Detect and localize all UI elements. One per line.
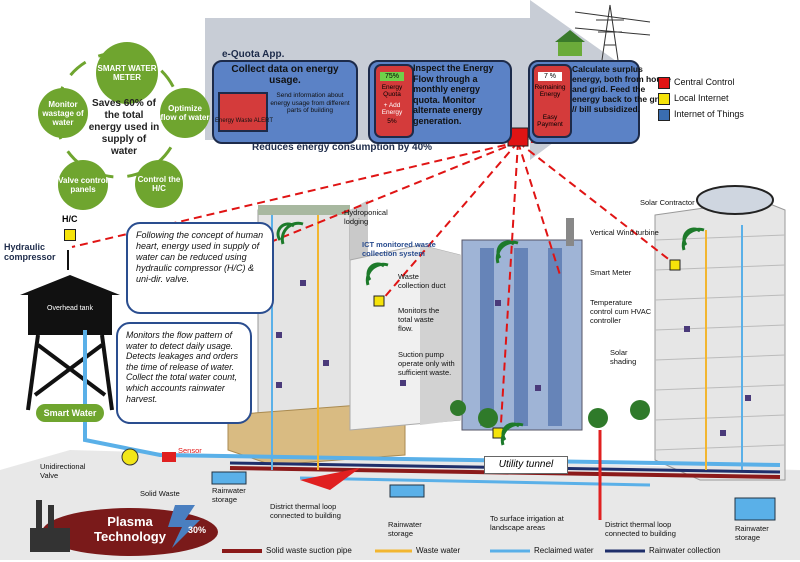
sensor-label: Sensor	[178, 446, 202, 455]
easy-payment: Easy Payment	[537, 114, 563, 128]
send-text: Send information about energy usage from…	[270, 92, 350, 114]
reduces-text: Reduces energy consumption by 40%	[252, 142, 433, 153]
laptop-icon	[218, 92, 268, 132]
control-hc-node: Control the H/C	[135, 160, 183, 208]
hydraulic-label: Hydraulic compressor	[4, 242, 56, 262]
rain-storage-3	[734, 497, 776, 521]
add-pct: 5%	[387, 118, 397, 125]
ict-label: ICT monitored waste collection system	[362, 240, 436, 258]
smart-water-center-text: Saves 60% of the total energy used in su…	[88, 98, 160, 157]
legend-swatch-central	[658, 77, 670, 89]
calculate-text: Calculate surplus energy, both from hous…	[572, 64, 672, 114]
trees	[450, 400, 650, 428]
iot-nodes	[276, 280, 751, 436]
valve-icon	[121, 448, 139, 466]
legend-swatch-iot	[658, 109, 670, 121]
building-right	[654, 199, 786, 481]
sensor-icon	[162, 452, 176, 462]
monitors-flow-label: Monitors the total waste flow.	[398, 306, 440, 333]
legend-reclaimed: Reclaimed water	[534, 546, 594, 555]
legend-local: Local Internet	[674, 93, 729, 103]
waste-duct-label: Waste collection duct	[398, 272, 446, 290]
add-energy: + Add Energy	[381, 102, 403, 116]
smart-water-meter-node: SMART WATER METER	[96, 42, 158, 104]
district2-label: District thermal loop connected to build…	[605, 520, 676, 538]
rain-storage-2	[389, 484, 425, 498]
district1-label: District thermal loop connected to build…	[270, 502, 341, 520]
plasma-pct: 30%	[188, 525, 207, 535]
alert-label: Energy Waste ALERT	[214, 118, 274, 124]
rain1-label: Rainwater storage	[212, 486, 246, 504]
temperature-label: Temperature control cum HVAC controller	[590, 298, 652, 325]
legend-central: Central Control	[674, 77, 735, 87]
smart-water-badge: Smart Water	[36, 404, 104, 422]
surface-label: To surface irrigation at landscape areas	[490, 514, 564, 532]
remaining-pct: 7 %	[538, 72, 562, 81]
bubble-flow-monitor: Monitors the flow pattern of water to de…	[116, 322, 252, 424]
lightning-icon	[168, 505, 200, 548]
wifi-icons	[276, 221, 705, 446]
legend-swatch-local	[658, 93, 670, 105]
hc-node	[64, 229, 76, 241]
collect-text: Collect data on energy usage.	[231, 64, 339, 86]
bubble-heart-concept: Following the concept of human heart, en…	[126, 222, 274, 314]
monitor-wastage-node: Monitor wastage of water	[38, 88, 88, 138]
legend-solid-waste: Solid waste suction pipe	[266, 546, 352, 555]
unidirectional-label: Unidirectional Valve	[40, 462, 86, 480]
legend-waste-water: Waste water	[416, 546, 461, 555]
house-icon	[555, 30, 585, 56]
pylon-icon	[574, 4, 651, 61]
valve-control-node: Valve control panels	[58, 160, 108, 210]
hc-label: H/C	[62, 214, 78, 224]
inspect-text: Inspect the Energy Flow through a monthl…	[413, 63, 494, 126]
wind-label: Vertical Wind turbine	[590, 228, 659, 237]
optimize-flow-node: Optimize flow of water	[160, 88, 210, 138]
solar-shading-label: Solar shading	[610, 348, 637, 366]
quota-label: Energy Quota	[381, 84, 403, 98]
rain2-label: Rainwater storage	[388, 520, 422, 538]
plasma-label: Plasma Technology	[94, 514, 166, 544]
utility-tunnel-label: Utility tunnel	[484, 456, 568, 474]
hydroponic-label: Hydroponical lodging	[344, 208, 388, 226]
factory-icon	[30, 500, 70, 552]
rain-storage-1	[211, 471, 247, 485]
quota-pct: 75%	[380, 72, 404, 81]
equota-title: e-Quota App.	[222, 49, 285, 60]
suction-label: Suction pump operate only with sufficien…	[398, 350, 455, 377]
solar-dish-icon	[696, 185, 774, 215]
overhead-tank-icon	[20, 275, 120, 411]
legend-iot: Internet of Things	[674, 109, 744, 119]
overhead-label: Overhead tank	[47, 305, 93, 312]
smart-meter-label: Smart Meter	[590, 268, 632, 277]
rain3-label: Rainwater storage	[735, 524, 769, 542]
solar-contractor-label: Solar Contractor	[640, 198, 695, 207]
reclaimed-pipe	[83, 330, 781, 467]
remaining-label: Remaining Energy	[534, 84, 566, 98]
legend-rainwater: Rainwater collection	[649, 546, 721, 555]
solid-waste-label: Solid Waste	[140, 489, 180, 498]
